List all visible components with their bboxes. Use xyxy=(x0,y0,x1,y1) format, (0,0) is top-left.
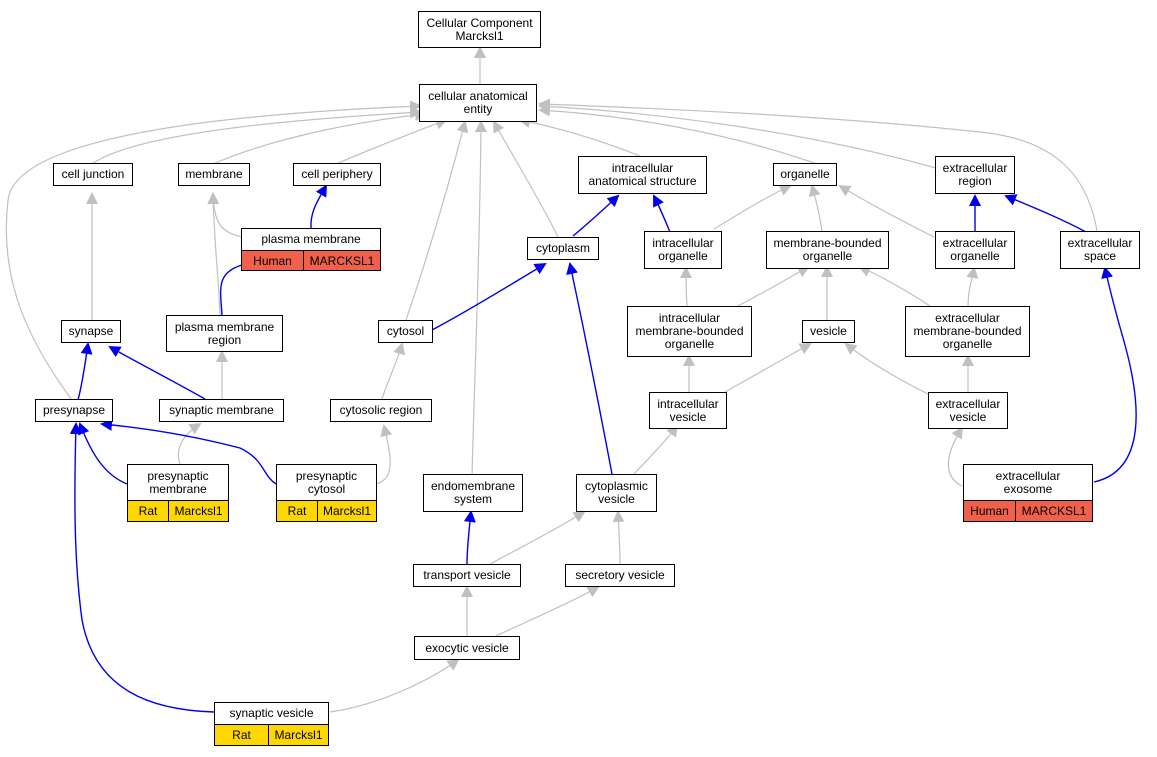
species-badge: Human xyxy=(242,251,303,270)
edge-intra-vesicle-vesicle xyxy=(724,343,812,393)
gene-badge: Marcksl1 xyxy=(268,725,328,745)
edge-transport-endomembrane xyxy=(463,510,476,565)
edge-extra-vesicle-vesicle xyxy=(844,342,931,396)
edge-presynapse-synapse xyxy=(77,342,93,401)
node-plasma-membrane[interactable]: plasma membrane xyxy=(241,228,381,251)
edge-cytosol-cae xyxy=(405,120,469,321)
node-synaptic-membrane[interactable]: synaptic membrane xyxy=(159,399,284,422)
node-exocytic-vesicle[interactable]: exocytic vesicle xyxy=(414,636,520,660)
edge-presynapse-cae xyxy=(5,100,422,401)
species-badge: Rat xyxy=(215,725,268,745)
species-badge: Rat xyxy=(277,501,317,521)
node-cytosolic-region[interactable]: cytosolic region xyxy=(330,399,432,422)
annotation-extracellular-exosome: Human MARCKSL1 xyxy=(963,500,1093,522)
species-badge: Human xyxy=(964,501,1015,521)
node-cytoplasm[interactable]: cytoplasm xyxy=(527,237,599,260)
node-organelle[interactable]: organelle xyxy=(773,163,837,186)
annotation-plasma-membrane: Human MARCKSL1 xyxy=(241,250,381,271)
gene-badge: MARCKSL1 xyxy=(303,251,380,270)
edge-intra-mb-intra-organelle xyxy=(680,266,693,307)
edge-presyn-cytosol-cytosolic-region xyxy=(375,424,393,485)
edge-synaptic-vesicle-presynapse xyxy=(69,422,215,713)
edge-cytosolic-region-cytosol xyxy=(381,342,406,400)
node-cell-junction[interactable]: cell junction xyxy=(53,163,133,186)
edge-mb-organelle-organelle xyxy=(808,184,823,233)
annotation-presynaptic-membrane: Rat Marcksl1 xyxy=(127,500,229,522)
edge-extra-space-cae xyxy=(538,98,1099,238)
edge-presyn-cytosol-presynapse xyxy=(100,418,277,485)
edge-extra-exosome-extra-vesicle xyxy=(947,426,964,487)
edge-cell-periphery-cae xyxy=(335,117,448,165)
gene-badge: Marcksl1 xyxy=(168,501,228,521)
edge-presyn-membrane-synaptic-membrane xyxy=(177,422,202,465)
edge-presyn-membrane-presynapse xyxy=(78,422,128,485)
edge-intra-anat-cae xyxy=(518,116,641,157)
node-secretory-vesicle[interactable]: secretory vesicle xyxy=(565,564,675,587)
species-badge: Rat xyxy=(128,501,168,521)
edge-synaptic-vesicle-exocytic xyxy=(329,658,460,713)
edge-cell-junction-cae xyxy=(91,106,422,165)
edge-cytoplasm-cae xyxy=(493,120,559,238)
edge-intra-organelle-intra-anat xyxy=(653,194,671,233)
edge-organelle-cae xyxy=(538,104,818,165)
gene-badge: MARCKSL1 xyxy=(1015,501,1092,521)
node-synapse[interactable]: synapse xyxy=(61,320,121,343)
edge-extra-organelle-organelle xyxy=(838,184,935,238)
node-synaptic-vesicle[interactable]: synaptic vesicle xyxy=(214,702,329,725)
annotation-presynaptic-cytosol: Rat Marcksl1 xyxy=(276,500,377,522)
node-presynapse[interactable]: presynapse xyxy=(35,399,113,422)
node-membrane[interactable]: membrane xyxy=(178,163,250,186)
edge-extra-mb-extra-organelle xyxy=(966,266,979,307)
edge-exocytic-secretory xyxy=(495,586,600,637)
edge-cytoplasm-intra-anat xyxy=(572,194,620,237)
edge-cyto-vesicle-cytoplasm xyxy=(566,262,613,475)
node-cell-periphery[interactable]: cell periphery xyxy=(293,163,381,186)
edge-intra-organelle-organelle xyxy=(713,184,792,230)
annotation-synaptic-vesicle: Rat Marcksl1 xyxy=(214,724,329,746)
edge-extra-mb-mb-organelle xyxy=(858,265,931,307)
edge-plasma-membrane-membrane xyxy=(207,192,243,238)
edge-extra-space-extra-region xyxy=(1004,194,1087,233)
gene-badge: Marcksl1 xyxy=(317,501,376,521)
edge-cytosol-cytoplasm xyxy=(431,262,547,331)
node-vesicle[interactable]: vesicle xyxy=(802,320,855,343)
edge-cyto-vesicle-intra-vesicle xyxy=(633,424,679,475)
edge-intra-mb-mb-organelle xyxy=(729,266,810,311)
edge-plasma-membrane-cell-periphery xyxy=(310,184,327,229)
edge-secretory-cyto-vesicle xyxy=(612,510,625,565)
edge-membrane-cae xyxy=(212,109,427,165)
node-cytosol[interactable]: cytosol xyxy=(378,320,433,343)
edge-extra-exosome-extra-space xyxy=(1093,266,1137,483)
edge-endomembrane-cae xyxy=(471,120,487,477)
edge-pm-region-membrane xyxy=(207,192,221,316)
edge-transport-cyto-vesicle xyxy=(489,510,586,565)
edge-extra-region-cae xyxy=(538,100,937,169)
node-transport-vesicle[interactable]: transport vesicle xyxy=(413,564,521,587)
edge-synaptic-membrane-synapse xyxy=(108,346,206,400)
